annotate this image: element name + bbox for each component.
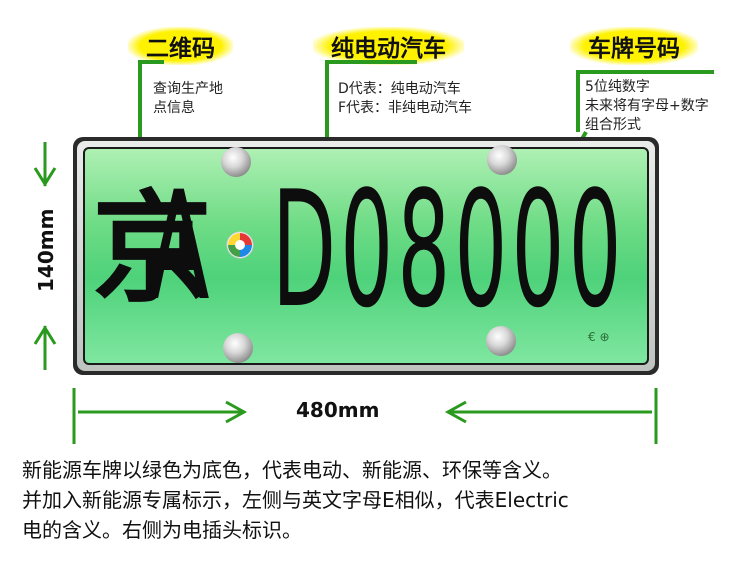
plate-number-header: 车牌号码 [570,27,698,65]
ev-note-line-1: D代表：纯电动汽车 [338,81,461,97]
ev-pointer-horizontal [325,60,417,64]
description-line-3: 电的含义。右侧为电插头标识。 [22,518,302,542]
ev-header-text: 纯电动汽车 [331,36,446,62]
plate-province-text: 京 [92,180,212,319]
plate-city-letter: A [148,152,210,342]
plate-number-pointer-horizontal [578,70,714,74]
plate-number-note-line-3: 组合形式 [585,117,641,133]
qr-pointer-horizontal [138,60,164,64]
plate-mark-text: € ⊕ [588,330,610,344]
plate-number-note-line-2: 未来将有字母+数字 [585,98,709,114]
ev-note-line-2: F代表：非纯电动汽车 [338,100,473,116]
qr-pointer-vertical [138,60,142,188]
plate-province: 京 [92,160,212,340]
qr-code-note: 查询生产地 点信息 [153,80,223,118]
plate-number-header-text: 车牌号码 [588,36,680,62]
qr-code-note-line-1: 查询生产地 [153,81,223,97]
plate-number: D08000 [272,150,626,350]
plate-frame [77,141,655,371]
bolt-top-left [221,147,251,177]
license-plate [73,137,659,375]
plate-mark: € ⊕ [588,330,610,344]
plate-city-letter-text: A [148,160,210,334]
qr-code-note-line-2: 点信息 [153,100,195,116]
plate-number-note-line-1: 5位纯数字 [585,79,650,95]
plate-number-text: D08000 [272,156,626,343]
height-label: 140mm [34,208,58,292]
plate-number-note: 5位纯数字 未来将有字母+数字 组合形式 [585,78,709,135]
height-dimension-arrow [33,142,57,370]
plate-face [83,147,649,365]
bolt-bottom-right [486,326,516,356]
plate-number-pointer-vertical [576,70,580,132]
new-energy-logo [226,231,254,259]
bolt-bottom-left [223,333,253,363]
bolt-top-right [487,145,517,175]
width-label: 480mm [296,398,379,422]
qr-code-header: 二维码 [128,27,233,65]
ev-note: D代表：纯电动汽车 F代表：非纯电动汽车 [338,80,472,118]
width-label-text: 480mm [296,398,380,422]
width-dimension-arrow [72,388,658,444]
description-line-2: 并加入新能源专属标示，左侧与英文字母E相似，代表Electric [22,488,569,512]
ev-header: 纯电动汽车 [313,27,464,65]
description-paragraph: 新能源车牌以绿色为底色，代表电动、新能源、环保等含义。 并加入新能源专属标示，左… [22,455,569,545]
height-label-text: 140mm [34,208,58,292]
ev-pointer-vertical [325,60,329,172]
qr-code-header-text: 二维码 [146,36,215,62]
description-line-1: 新能源车牌以绿色为底色，代表电动、新能源、环保等含义。 [22,458,562,482]
